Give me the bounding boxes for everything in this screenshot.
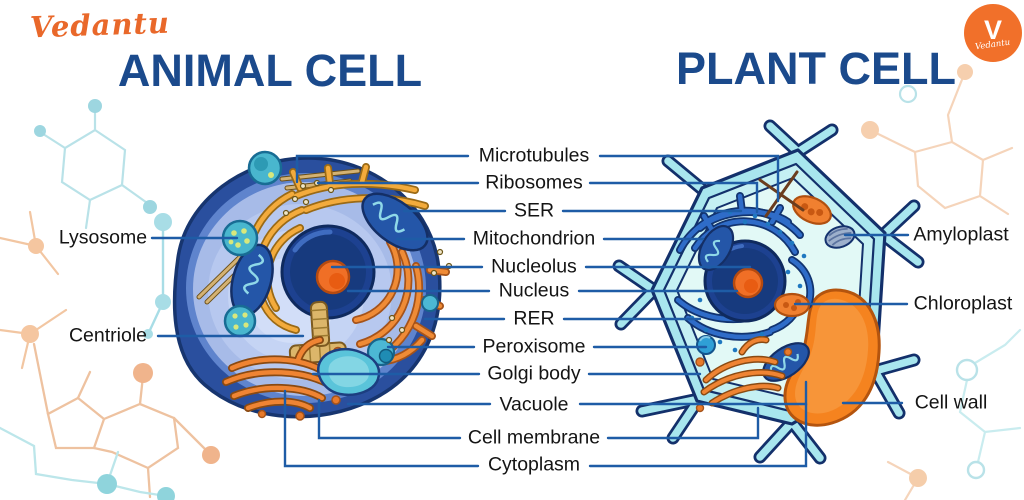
label-peroxisome: Peroxisome xyxy=(482,335,586,358)
plant-amyloplast xyxy=(824,225,856,249)
animal-vacuole xyxy=(317,348,381,396)
plant-microtubules xyxy=(758,170,805,218)
vedantu-badge-v-icon: V xyxy=(983,15,1002,45)
label-rer: RER xyxy=(513,307,555,330)
label-centriole: Centriole xyxy=(68,324,148,347)
label-ribosomes: Ribosomes xyxy=(485,171,583,194)
background-molecules xyxy=(0,64,1022,500)
pointer-lines xyxy=(150,154,910,468)
animal-nucleus xyxy=(280,224,376,320)
plant-golgi-body xyxy=(695,336,793,413)
label-cell-membrane: Cell membrane xyxy=(467,426,601,449)
label-nucleus: Nucleus xyxy=(498,279,570,302)
label-lysosome: Lysosome xyxy=(58,226,148,249)
vedantu-badge: V Vedantu xyxy=(964,4,1022,62)
plant-cell-title: PLANT CELL xyxy=(676,43,956,94)
plant-vacuole xyxy=(783,288,881,427)
plant-peroxisome xyxy=(696,335,716,355)
animal-mitochondrion-left xyxy=(230,243,274,317)
label-nucleolus: Nucleolus xyxy=(491,255,577,278)
vedantu-logo: Vedantu xyxy=(29,5,171,45)
plant-mitochondrion-top xyxy=(697,224,735,272)
label-mitochondrion: Mitochondrion xyxy=(472,227,596,250)
plant-ribosomes xyxy=(689,209,807,353)
animal-cell xyxy=(172,150,453,421)
label-golgi-body: Golgi body xyxy=(487,362,581,385)
animal-peroxisome xyxy=(366,294,439,367)
plant-cell xyxy=(612,119,925,465)
vedantu-badge-caption: Vedantu xyxy=(974,37,1012,53)
label-vacuole: Vacuole xyxy=(499,393,569,416)
label-cell-wall: Cell wall xyxy=(914,391,988,414)
label-ser: SER xyxy=(513,199,555,222)
animal-cell-title: ANIMAL CELL xyxy=(117,45,423,96)
label-microtubules: Microtubules xyxy=(478,144,590,167)
label-chloroplast: Chloroplast xyxy=(913,292,1013,315)
label-cytoplasm: Cytoplasm xyxy=(487,453,581,476)
animal-mitochondrion-right xyxy=(361,192,429,252)
plant-chloroplast-top xyxy=(792,195,832,225)
label-amyloplast: Amyloplast xyxy=(913,223,1009,246)
